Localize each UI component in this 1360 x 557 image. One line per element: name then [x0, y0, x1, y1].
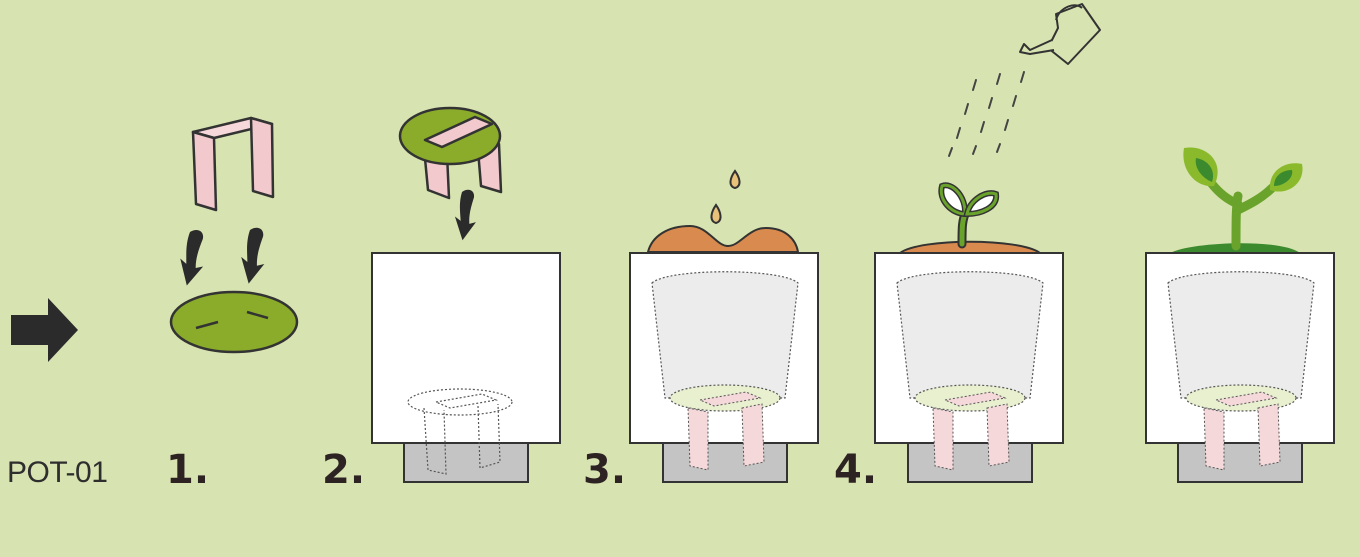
seed-icon — [710, 203, 722, 225]
sprout-icon — [938, 182, 1000, 249]
curved-down-arrow-icon — [236, 225, 271, 286]
curved-down-arrow-icon — [175, 227, 211, 289]
product-code: POT-01 — [7, 456, 108, 489]
step5-pot — [1145, 243, 1335, 483]
step1-disc — [169, 290, 299, 354]
step2-disc-assembly — [398, 106, 503, 200]
step-1-label: 1. — [166, 447, 210, 493]
seed-icon — [729, 169, 741, 190]
watering-can-icon — [1019, 3, 1101, 65]
water-drops — [948, 71, 1025, 157]
step-3-label: 3. — [583, 447, 627, 493]
step-2-label: 2. — [322, 447, 366, 493]
step3-pot — [629, 224, 819, 483]
step-4-label: 4. — [834, 447, 878, 493]
step4-pot — [874, 240, 1064, 483]
curved-down-arrow-icon — [451, 188, 481, 242]
right-arrow-icon — [11, 298, 78, 362]
step1-wick — [191, 116, 275, 212]
plant-icon — [1183, 147, 1303, 251]
step2-pot — [371, 252, 561, 483]
